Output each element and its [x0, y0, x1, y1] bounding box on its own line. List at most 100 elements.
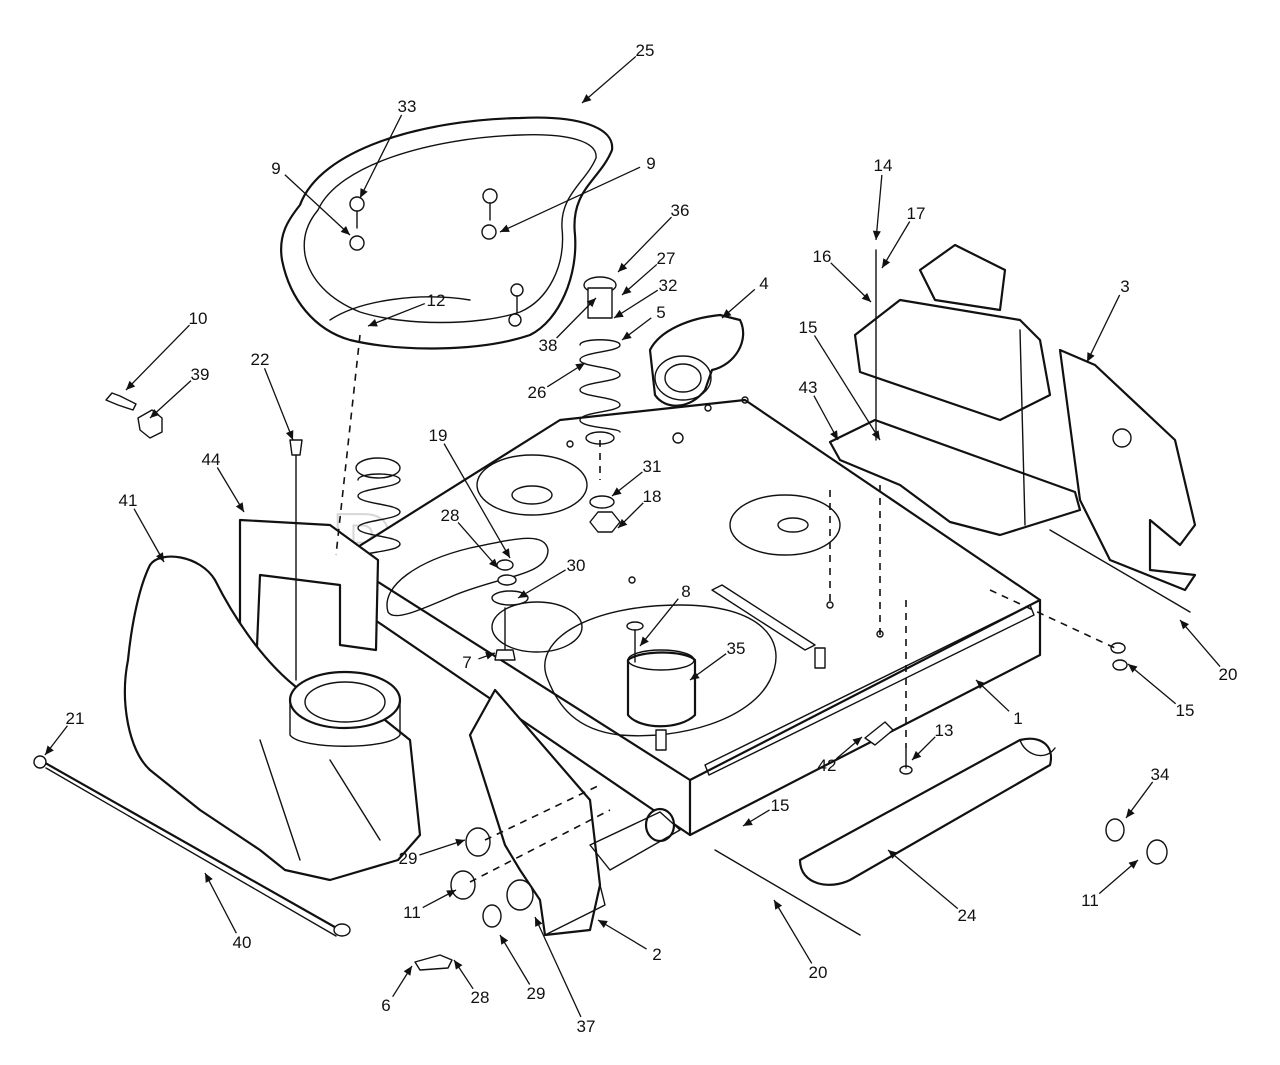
callout-c28a: 28: [441, 506, 499, 569]
trough-part: [798, 737, 1056, 886]
leader-arrowhead: [640, 636, 649, 646]
callout-c20a: 20: [1179, 619, 1237, 684]
callout-number: 3: [1120, 277, 1129, 296]
callout-c37: 37: [534, 916, 595, 1036]
leader-arrowhead: [830, 430, 838, 440]
right-bracket-part: [1058, 348, 1197, 592]
callout-number: 9: [271, 159, 280, 178]
callout-c5: 5: [621, 303, 666, 341]
callout-c13: 13: [911, 721, 954, 761]
leader-arrowhead: [454, 960, 463, 970]
leader-arrowhead: [1087, 352, 1095, 362]
callout-c9a: 9: [271, 159, 351, 236]
clip-and-screw-part: [105, 392, 163, 439]
alignment-dash-lines: [335, 334, 1116, 883]
callout-number: 27: [657, 249, 676, 268]
callout-c30: 30: [517, 556, 586, 599]
spring-assembly-part: [579, 276, 621, 480]
leader-line: [359, 114, 403, 199]
callout-number: 17: [907, 204, 926, 223]
callout-number: 28: [471, 988, 490, 1007]
callout-number: 1: [1013, 709, 1022, 728]
callout-number: 30: [567, 556, 586, 575]
callout-c27: 27: [621, 249, 676, 296]
callout-c21: 21: [44, 709, 84, 756]
leader-arrowhead: [1180, 620, 1189, 630]
callout-number: 10: [189, 309, 208, 328]
leader-arrowhead: [285, 430, 294, 440]
callout-c15c: 15: [742, 796, 790, 827]
callout-c32: 32: [613, 276, 677, 319]
leader-arrowhead: [1128, 860, 1138, 869]
leader-line: [813, 335, 881, 441]
leader-arrowhead: [368, 319, 378, 327]
leader-line: [133, 508, 165, 563]
left-spring-part: [355, 457, 401, 559]
leader-line: [367, 302, 426, 327]
callout-number: 15: [1176, 701, 1195, 720]
leader-line: [499, 166, 641, 233]
callout-number: 41: [119, 491, 138, 510]
leader-arrowhead: [690, 671, 700, 680]
leader-line: [534, 916, 582, 1018]
callout-c31: 31: [611, 457, 661, 497]
leader-line: [457, 521, 499, 569]
callout-number: 42: [818, 756, 837, 775]
leader-line: [517, 569, 566, 599]
callout-c6: 6: [381, 965, 413, 1015]
leader-arrowhead: [872, 230, 881, 240]
callout-number: 44: [202, 450, 221, 469]
leader-arrowhead: [45, 745, 54, 755]
seat-bolts-part: [349, 188, 524, 313]
callout-number: 15: [771, 796, 790, 815]
pedal-bracket-part: [468, 688, 606, 937]
callout-number: 40: [233, 933, 252, 952]
callout-number: 14: [874, 156, 893, 175]
leader-arrowhead: [612, 487, 622, 496]
callout-c1: 1: [975, 679, 1023, 728]
leader-arrowhead: [871, 430, 880, 440]
leader-line: [263, 368, 294, 441]
leader-line: [556, 297, 597, 339]
callout-c44: 44: [202, 450, 245, 513]
chassis-plate-part: [343, 396, 1042, 837]
leader-arrowhead: [488, 558, 498, 568]
leader-arrowhead: [205, 873, 213, 883]
callout-c11a: 11: [403, 889, 457, 922]
leader-arrowhead: [235, 502, 244, 512]
leader-arrowhead: [360, 188, 368, 198]
callout-c14: 14: [872, 156, 893, 241]
leader-line: [125, 324, 190, 391]
callout-c8: 8: [639, 582, 691, 647]
callout-c7: 7: [462, 651, 496, 672]
leader-line: [581, 55, 637, 104]
leader-line: [1127, 663, 1177, 705]
fuel-tank-part: [123, 555, 422, 882]
callout-number: 36: [671, 201, 690, 220]
callout-c19: 19: [429, 426, 511, 559]
leader-arrowhead: [888, 850, 898, 859]
callout-c9b: 9: [499, 154, 656, 233]
callout-number: 33: [398, 97, 417, 116]
callout-c42: 42: [818, 736, 863, 775]
leader-arrowhead: [1126, 808, 1135, 818]
leader-arrowhead: [582, 94, 592, 103]
callout-c25: 25: [581, 41, 654, 104]
nut-washer-part: [589, 495, 621, 533]
leader-line: [499, 934, 531, 985]
leader-line: [1179, 619, 1221, 667]
leader-line: [597, 919, 647, 950]
callout-c22: 22: [251, 350, 294, 441]
callout-number: 39: [191, 365, 210, 384]
callout-number: 11: [1081, 891, 1099, 910]
leader-line: [773, 899, 813, 964]
callout-c35: 35: [689, 639, 745, 681]
callout-number: 13: [935, 721, 954, 740]
callout-c20b: 20: [773, 899, 827, 982]
callout-c40: 40: [204, 872, 252, 952]
leader-line: [830, 262, 872, 303]
bolt-washer-stack-part: [491, 559, 529, 661]
callout-number: 9: [646, 154, 655, 173]
leader-arrowhead: [861, 292, 871, 302]
callout-number: 18: [643, 487, 662, 506]
